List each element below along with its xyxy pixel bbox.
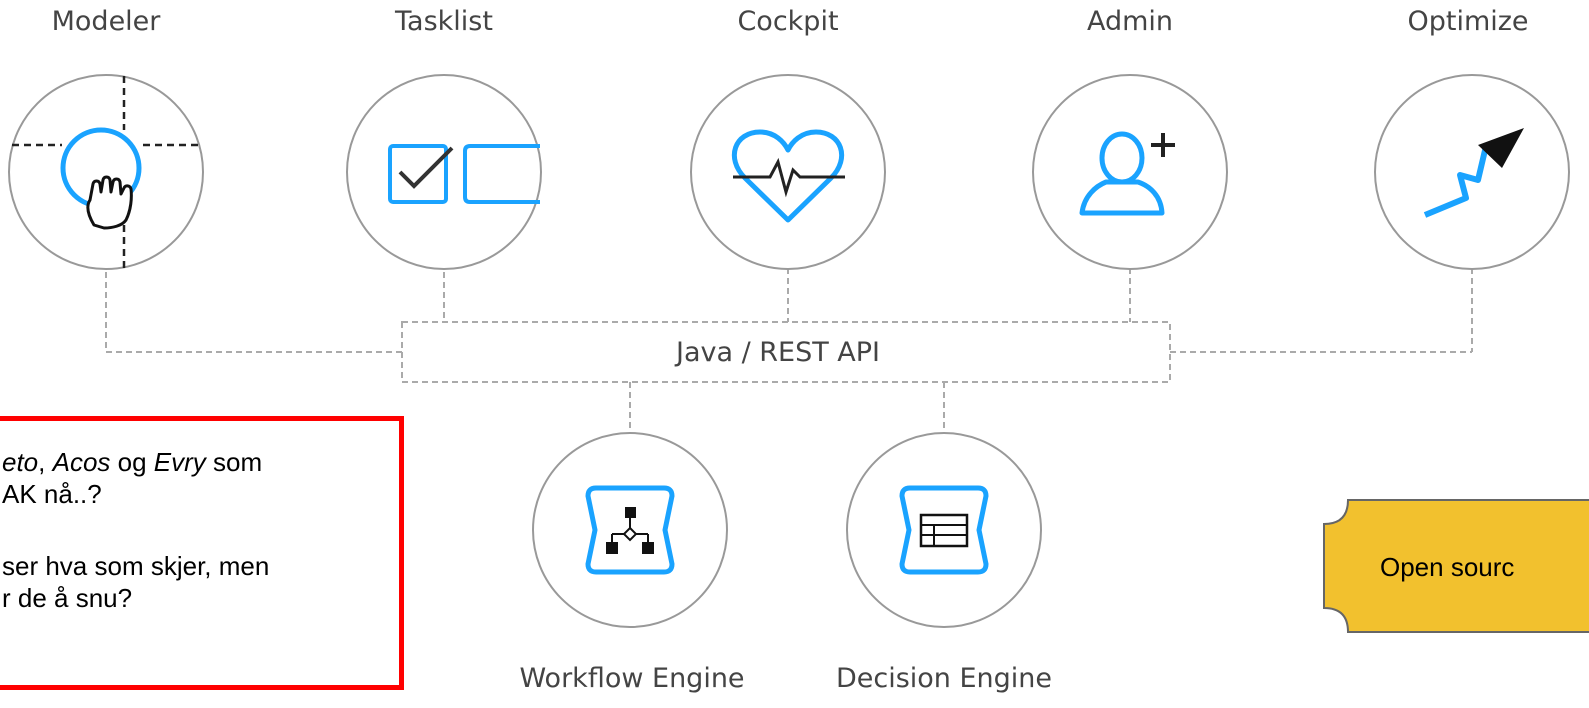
note-line-4: r de å snu? — [2, 583, 133, 613]
note-line-1: eto, Acos og Evry som — [2, 447, 262, 478]
note-line-1-tail: som — [205, 447, 263, 477]
note-name-3: Evry — [153, 447, 206, 477]
heartbeat-icon — [731, 129, 845, 223]
decision-table-icon — [899, 485, 989, 575]
decision-engine-label: Decision Engine — [835, 663, 1053, 694]
admin-label: Admin — [1086, 6, 1174, 37]
modeler-drag-icon — [12, 76, 200, 268]
task-checkbox-icon — [388, 144, 540, 204]
note-separator-2: og — [110, 447, 154, 477]
cockpit-label: Cockpit — [737, 6, 839, 37]
connector-lines — [105, 268, 1473, 432]
note-line-3: ser hva som skjer, men — [2, 551, 270, 581]
note-box: eto, Acos og Evry som AK nå..? ser hva s… — [0, 416, 404, 690]
note-name-1: eto — [2, 447, 39, 477]
note-line-2: AK nå..? — [2, 479, 102, 509]
api-label: Java / REST API — [675, 337, 881, 368]
note-separator-1: , — [38, 447, 53, 477]
modeler-label: Modeler — [51, 6, 161, 37]
workflow-engine-icon — [585, 485, 675, 575]
modeler-node — [8, 74, 204, 270]
note-name-2: Acos — [52, 447, 111, 477]
open-source-text: Open sourc — [1380, 552, 1515, 582]
tasklist-label: Tasklist — [395, 6, 493, 37]
open-source-callout — [1323, 499, 1589, 633]
admin-node — [1032, 74, 1228, 270]
workflow-engine-label: Workflow Engine — [519, 663, 745, 694]
optimize-node — [1374, 74, 1570, 270]
tasklist-node — [346, 74, 542, 270]
cockpit-node — [690, 74, 886, 270]
optimize-label: Optimize — [1407, 6, 1529, 37]
add-user-icon — [1079, 131, 1175, 216]
trend-arrow-icon — [1423, 128, 1524, 218]
workflow-engine-node — [532, 432, 728, 628]
decision-engine-node — [846, 432, 1042, 628]
